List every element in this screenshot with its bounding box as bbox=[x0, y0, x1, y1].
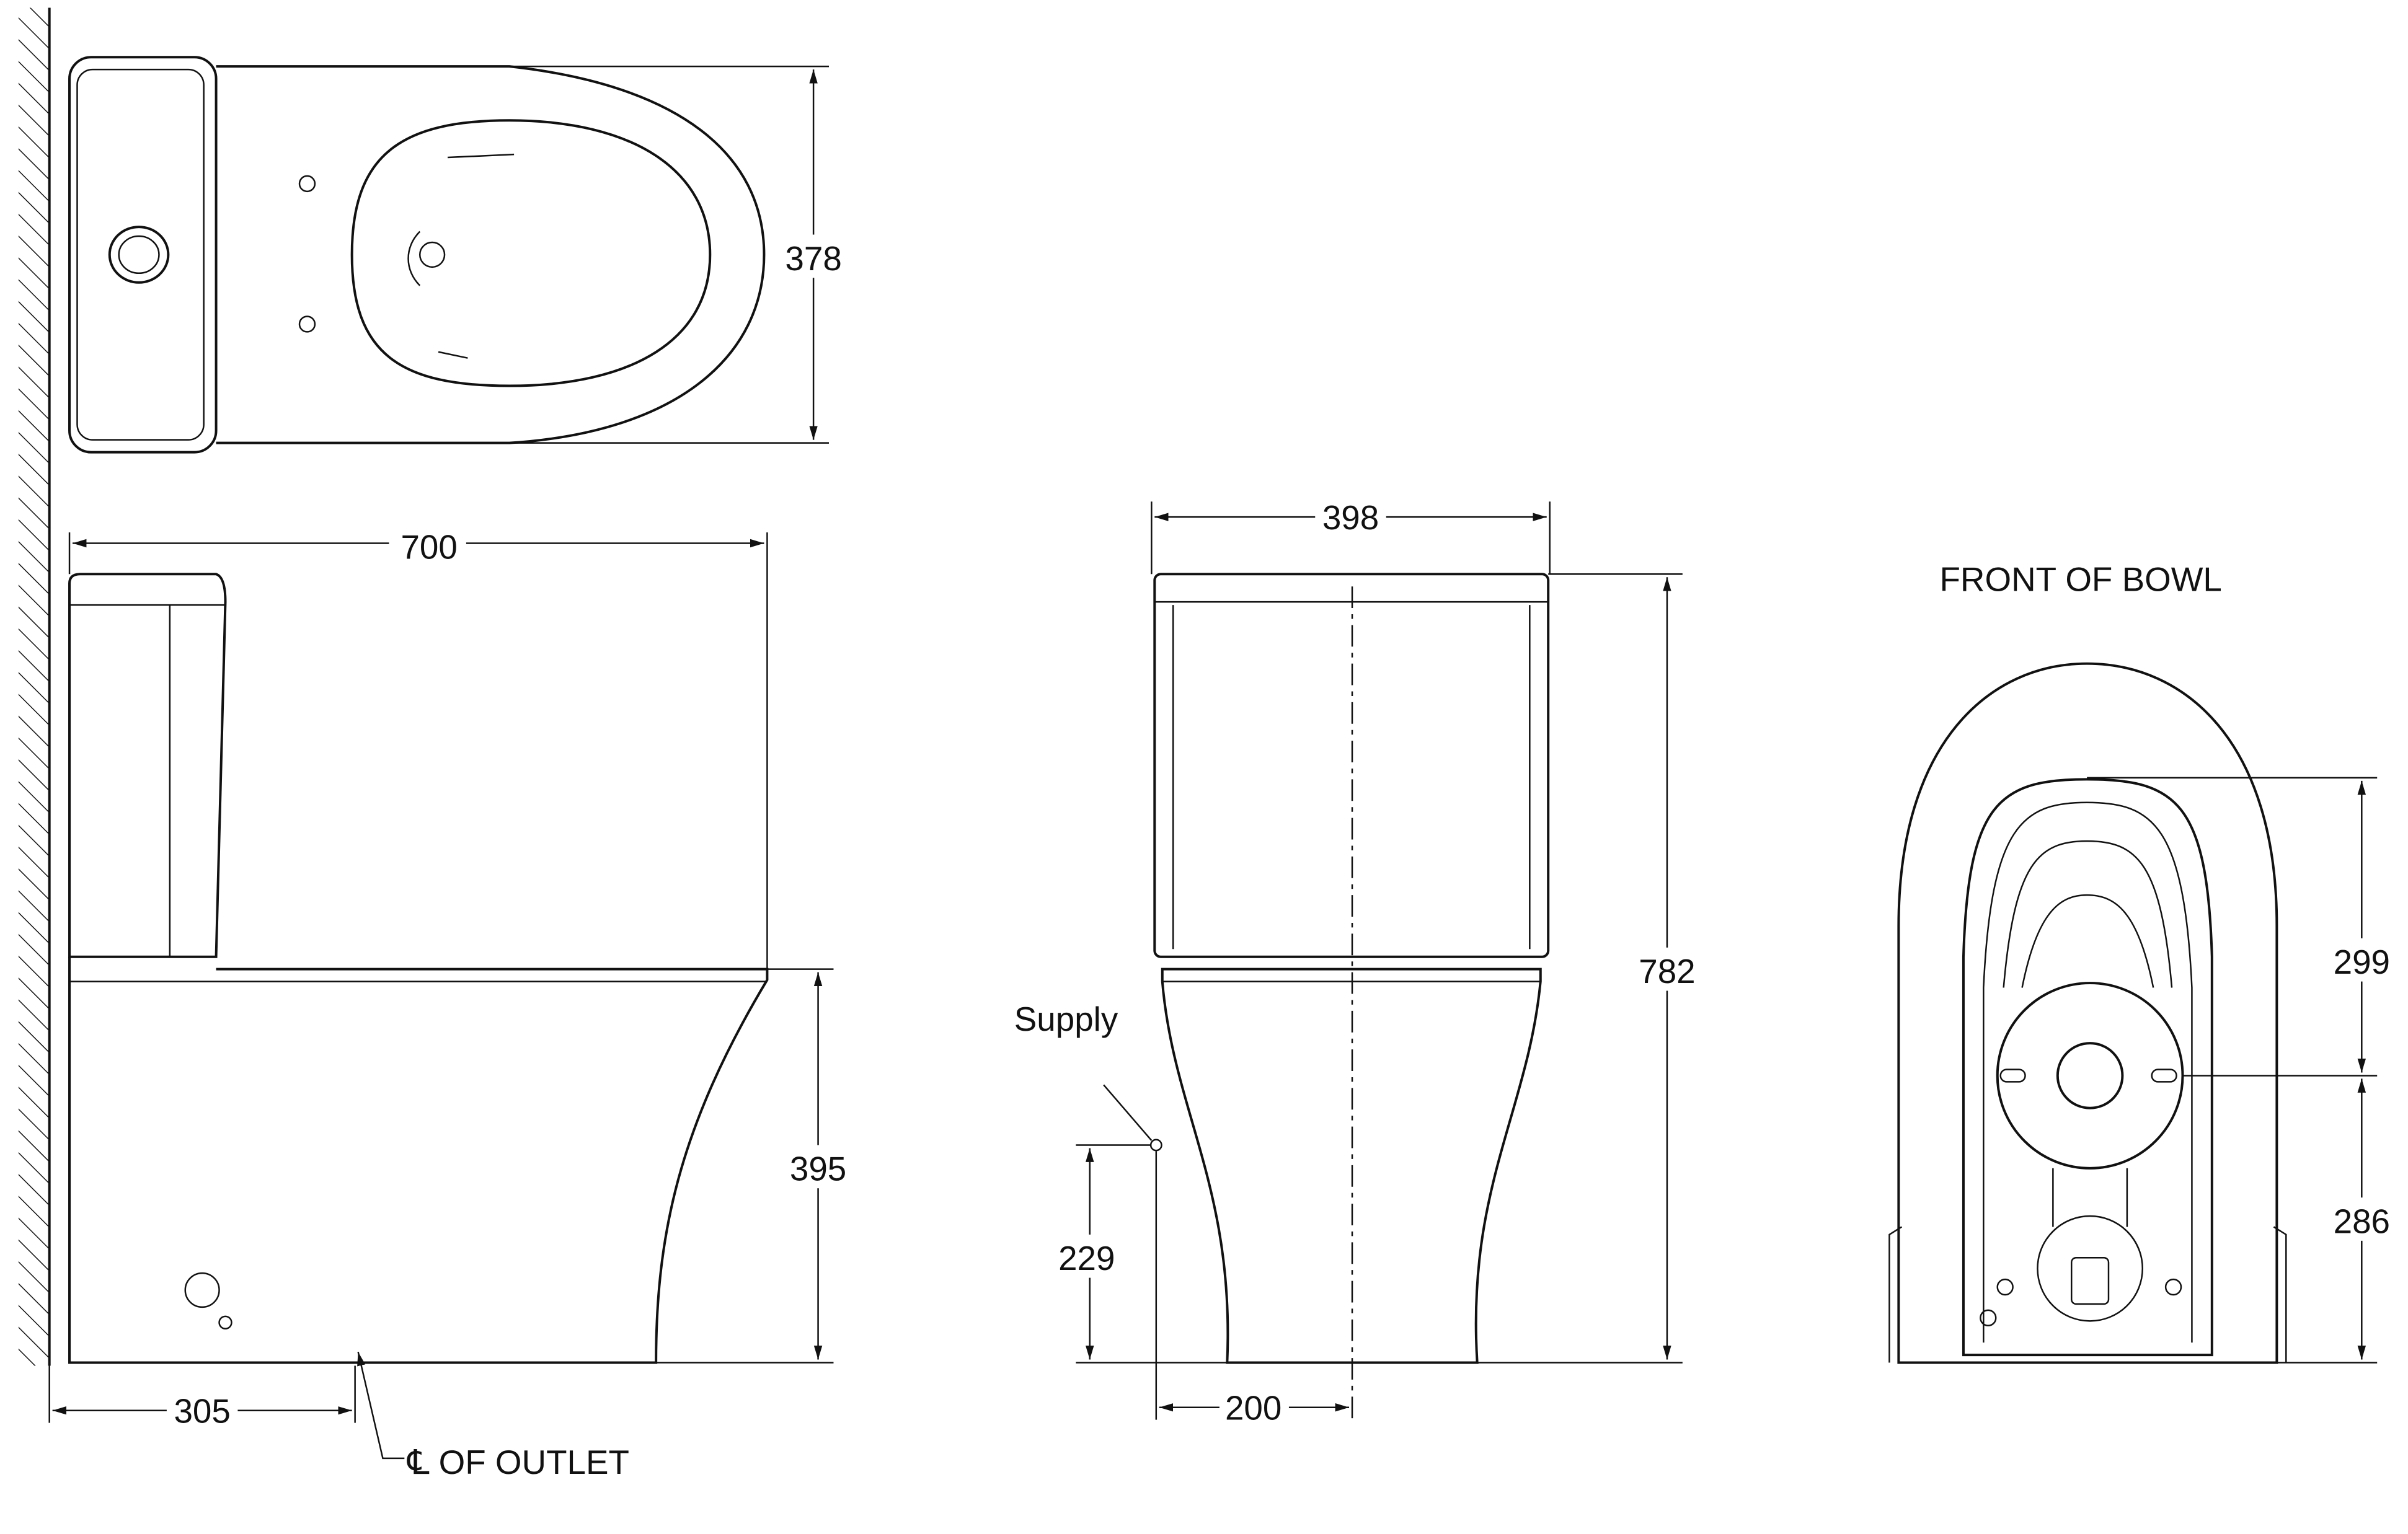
bowl-upper-dim: 299 bbox=[2334, 943, 2390, 981]
bowl-front-view: FRONT OF BOWL 299 286 bbox=[1888, 560, 2397, 1364]
flush-button-icon bbox=[108, 226, 170, 284]
bowl-height-dim: 395 bbox=[790, 1150, 846, 1188]
front-width-dim: 398 bbox=[1322, 498, 1379, 537]
supply-point bbox=[1149, 1139, 1162, 1152]
supply-label: Supply bbox=[1014, 1000, 1118, 1038]
outlet-label: ℄ OF OUTLET bbox=[406, 1443, 629, 1481]
side-length-dim: 700 bbox=[401, 527, 457, 566]
bowl-front-title: FRONT OF BOWL bbox=[1939, 560, 2221, 599]
supply-height-dim: 229 bbox=[1058, 1239, 1115, 1277]
side-view: 700 395 305 ℄ OF OUTLET bbox=[48, 524, 854, 1481]
bowl-lower-dim: 286 bbox=[2334, 1202, 2390, 1240]
top-width-dim: 378 bbox=[785, 239, 841, 278]
supply-offset-dim: 200 bbox=[1225, 1389, 1281, 1427]
wall bbox=[18, 7, 51, 1366]
top-view: 378 bbox=[68, 56, 849, 454]
outlet-dim: 305 bbox=[174, 1392, 230, 1430]
total-height-dim: 782 bbox=[1639, 952, 1695, 990]
front-view: 398 782 Supply 229 200 bbox=[1014, 496, 1703, 1429]
